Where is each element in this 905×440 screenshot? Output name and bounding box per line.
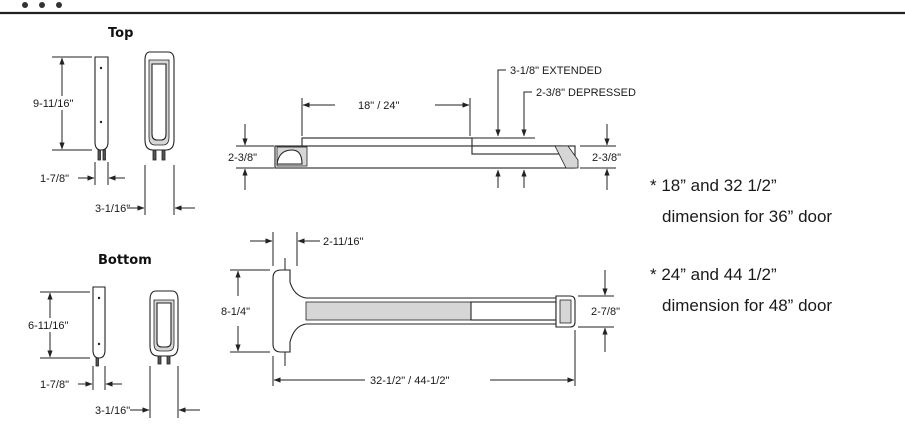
note-1-line-1: * 18” and 32 1/2” <box>650 176 777 195</box>
plan-height-label: 8-1/4" <box>221 306 250 318</box>
note-2-line-2: dimension for 48” door <box>662 296 832 315</box>
bottom-wide-profile <box>149 290 179 365</box>
bottom-narrow-profile <box>92 286 106 367</box>
top-narrow-profile <box>94 56 109 161</box>
bottom-width-label: 3-1/16" <box>95 405 130 417</box>
bottom-heading: Bottom <box>98 253 152 268</box>
bottom-height-label: 6-11/16" <box>28 320 68 332</box>
plan-device <box>272 258 576 366</box>
bar-length-label: 18" / 24" <box>358 100 400 112</box>
note-1-line-2: dimension for 36” door <box>662 207 832 226</box>
offset-label: 2-11/16" <box>323 236 363 248</box>
top-heading: Top <box>108 26 133 41</box>
header-band <box>0 0 905 15</box>
depressed-label: 2-3/8" DEPRESSED <box>536 87 636 99</box>
elevation-device <box>274 137 579 169</box>
overall-length-label: 32-1/2" / 44-1/2" <box>370 375 449 387</box>
bottom-depth-label: 1-7/8" <box>40 379 69 391</box>
top-width-label: 3-1/16" <box>95 203 130 215</box>
top-height-label: 9-11/16" <box>33 98 73 110</box>
top-depth-label: 1-7/8" <box>40 173 69 185</box>
elevation-right-height-label: 2-3/8" <box>592 152 621 164</box>
elevation-left-height-label: 2-3/8" <box>228 152 257 164</box>
note-2-line-1: * 24” and 44 1/2” <box>650 265 777 284</box>
top-wide-profile <box>144 51 175 161</box>
plan-end-height-label: 2-7/8" <box>591 306 620 318</box>
extended-label: 3-1/8" EXTENDED <box>510 65 602 77</box>
